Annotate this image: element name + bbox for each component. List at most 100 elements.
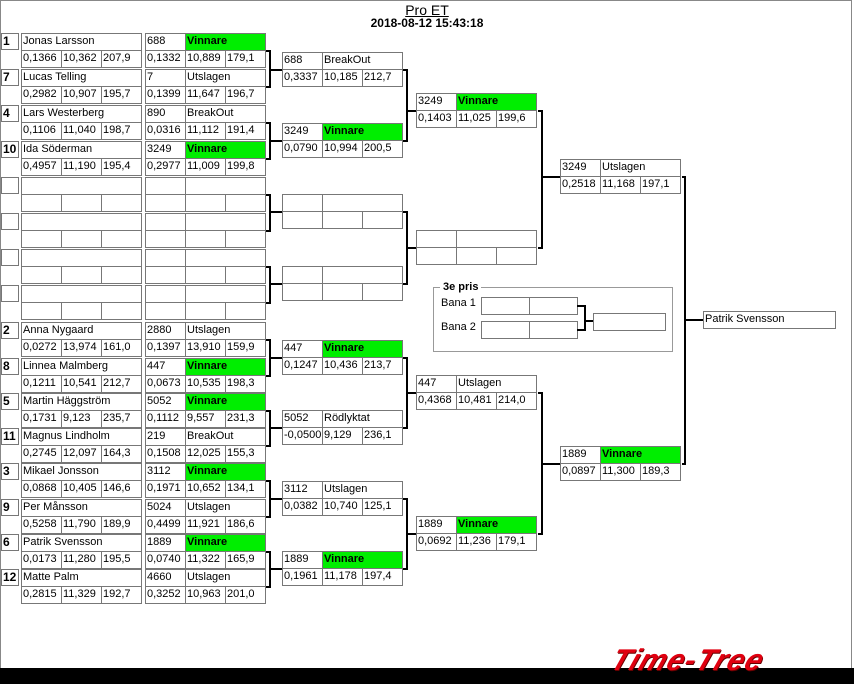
result-number[interactable]: 3249 xyxy=(145,141,186,159)
seed-number: 1 xyxy=(1,33,19,50)
result-elapsed-time xyxy=(185,302,226,320)
result-status: Vinnare xyxy=(185,534,266,552)
driver-name[interactable]: Per Månsson xyxy=(21,499,142,517)
seed-number: 8 xyxy=(1,358,19,375)
round2-match-number[interactable]: 447 xyxy=(282,340,323,358)
result-status: BreakOut xyxy=(185,105,266,123)
result-number[interactable] xyxy=(145,213,186,231)
round3-match-number[interactable]: 1889 xyxy=(416,516,457,534)
round3-match-number[interactable]: 3249 xyxy=(416,93,457,111)
round2-match-elapsed-time: 10,436 xyxy=(322,357,363,375)
round2-match-reaction-time: 0,3337 xyxy=(282,69,323,87)
lane1-label: Bana 1 xyxy=(441,297,476,309)
connector xyxy=(541,176,560,178)
driver-name[interactable]: Mikael Jonsson xyxy=(21,463,142,481)
result-number[interactable]: 1889 xyxy=(145,534,186,552)
result-status xyxy=(185,177,266,195)
driver-name[interactable] xyxy=(21,213,142,231)
result-number[interactable]: 7 xyxy=(145,69,186,87)
driver-name[interactable]: Lucas Telling xyxy=(21,69,142,87)
result-number[interactable]: 2880 xyxy=(145,322,186,340)
result-number[interactable] xyxy=(145,285,186,303)
connector xyxy=(266,445,270,447)
round2-match-number[interactable] xyxy=(282,266,323,284)
result-number[interactable]: 447 xyxy=(145,358,186,376)
seed-number: 4 xyxy=(1,105,19,122)
result-number[interactable] xyxy=(145,249,186,267)
driver-name[interactable]: Matte Palm xyxy=(21,569,142,587)
driver-reaction-time: 0,2815 xyxy=(21,586,62,604)
result-number[interactable]: 219 xyxy=(145,428,186,446)
seed-number: 12 xyxy=(1,569,19,586)
driver-reaction-time: 0,5258 xyxy=(21,516,62,534)
round2-match-speed: 200,5 xyxy=(362,140,403,158)
driver-name[interactable]: Magnus Lindholm xyxy=(21,428,142,446)
result-number[interactable]: 5052 xyxy=(145,393,186,411)
round2-match-number[interactable]: 5052 xyxy=(282,410,323,428)
result-reaction-time: 0,0316 xyxy=(145,122,186,140)
result-speed: 198,3 xyxy=(225,375,266,393)
driver-name[interactable]: Jonas Larsson xyxy=(21,33,142,51)
driver-speed xyxy=(101,266,142,284)
driver-name[interactable]: Lars Westerberg xyxy=(21,105,142,123)
result-speed: 199,8 xyxy=(225,158,266,176)
round2-match-number[interactable]: 3249 xyxy=(282,123,323,141)
round3-match-status xyxy=(456,230,537,248)
driver-name[interactable] xyxy=(21,249,142,267)
round3-match-elapsed-time: 11,025 xyxy=(456,110,497,128)
driver-name[interactable]: Linnea Malmberg xyxy=(21,358,142,376)
round3-match-speed: 179,1 xyxy=(496,533,537,551)
result-number[interactable]: 4660 xyxy=(145,569,186,587)
result-number[interactable]: 688 xyxy=(145,33,186,51)
driver-speed: 195,7 xyxy=(101,86,142,104)
result-number[interactable]: 3112 xyxy=(145,463,186,481)
result-number[interactable] xyxy=(145,177,186,195)
connector xyxy=(266,551,270,553)
round2-match-number[interactable]: 688 xyxy=(282,52,323,70)
connector xyxy=(403,211,407,213)
driver-name[interactable]: Anna Nygaard xyxy=(21,322,142,340)
driver-name[interactable]: Patrik Svensson xyxy=(21,534,142,552)
result-number[interactable]: 890 xyxy=(145,105,186,123)
connector xyxy=(403,427,407,429)
round4-match-reaction-time: 0,2518 xyxy=(560,176,601,194)
driver-name[interactable]: Martin Häggström xyxy=(21,393,142,411)
round4-match-number[interactable]: 3249 xyxy=(560,159,601,177)
driver-reaction-time xyxy=(21,230,62,248)
driver-name[interactable] xyxy=(21,285,142,303)
connector xyxy=(266,375,270,377)
third-lane2-num[interactable] xyxy=(481,321,530,339)
result-speed: 201,0 xyxy=(225,586,266,604)
connector xyxy=(269,194,271,232)
driver-elapsed-time: 11,280 xyxy=(61,551,102,569)
round3-match-elapsed-time: 10,481 xyxy=(456,392,497,410)
connector xyxy=(406,533,416,535)
connector xyxy=(266,86,270,88)
driver-elapsed-time: 10,541 xyxy=(61,375,102,393)
round2-match-number[interactable]: 1889 xyxy=(282,551,323,569)
driver-name[interactable] xyxy=(21,177,142,195)
driver-reaction-time xyxy=(21,302,62,320)
result-status: Vinnare xyxy=(185,33,266,51)
result-reaction-time: 0,0673 xyxy=(145,375,186,393)
round2-match-status: Vinnare xyxy=(322,340,403,358)
round2-match-status: BreakOut xyxy=(322,52,403,70)
driver-name[interactable]: Ida Söderman xyxy=(21,141,142,159)
round3-match-speed: 199,6 xyxy=(496,110,537,128)
result-number[interactable]: 5024 xyxy=(145,499,186,517)
connector xyxy=(406,110,416,112)
driver-elapsed-time: 10,362 xyxy=(61,50,102,68)
round4-match-number[interactable]: 1889 xyxy=(560,446,601,464)
round3-match-number[interactable]: 447 xyxy=(416,375,457,393)
round2-match-number[interactable]: 3112 xyxy=(282,481,323,499)
result-status: Vinnare xyxy=(185,463,266,481)
result-elapsed-time: 11,921 xyxy=(185,516,226,534)
round4-match-elapsed-time: 11,168 xyxy=(600,176,641,194)
round2-match-number[interactable] xyxy=(282,194,323,212)
result-reaction-time xyxy=(145,266,186,284)
third-lane1-num[interactable] xyxy=(481,297,530,315)
driver-reaction-time: 0,4957 xyxy=(21,158,62,176)
round3-match-number[interactable] xyxy=(416,230,457,248)
connector xyxy=(403,69,407,71)
round3-match-status: Utslagen xyxy=(456,375,537,393)
